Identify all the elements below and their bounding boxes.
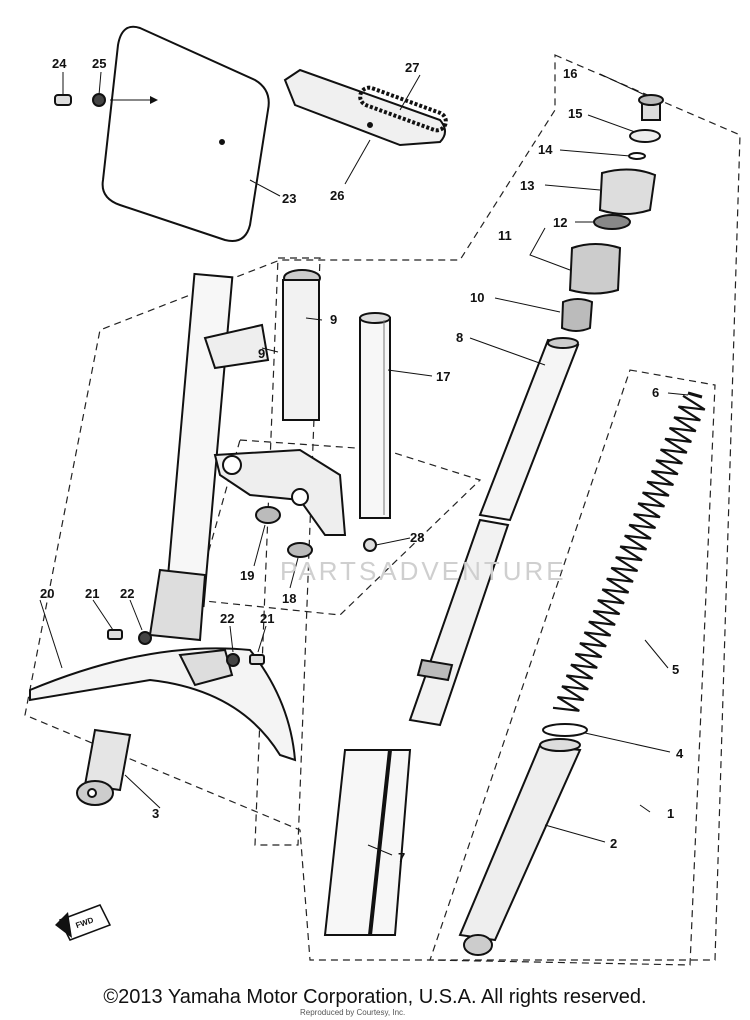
callout-13: 13 (520, 178, 534, 193)
callout-1: 1 (667, 806, 674, 821)
front-fender (29, 629, 297, 762)
outer-tube-upper (408, 518, 510, 727)
callout-2: 2 (610, 836, 617, 851)
headlight-bolt (54, 94, 72, 106)
right-leg-boundary (429, 369, 716, 966)
main-assembly-boundary (24, 54, 741, 961)
callout-5: 5 (672, 662, 679, 677)
oil-seal-4 (542, 723, 588, 737)
callout-numbers: 24 25 23 27 26 16 15 14 13 12 11 10 8 9 … (40, 56, 684, 865)
fender-bolt-21b (249, 654, 265, 665)
callout-27: 27 (405, 60, 419, 75)
steering-bracket (213, 448, 347, 536)
callout-11: 11 (498, 228, 512, 243)
fender-nut-22b (226, 653, 240, 667)
inner-tube-boundary (254, 257, 321, 846)
headlight-assembly (54, 25, 448, 242)
headlight-nut (92, 93, 106, 107)
callout-7: 7 (398, 850, 405, 865)
bolt-19 (255, 506, 281, 524)
reprint-note: Reproduced by Courtesy, Inc. (300, 1008, 406, 1017)
left-fork-axle-leg (83, 728, 132, 792)
seal-spacer-11 (568, 243, 622, 295)
outer-tube-2-axle (463, 934, 493, 956)
outer-tube-band (416, 658, 454, 682)
damper-rod-7-core (368, 749, 392, 936)
callout-9: 9 (330, 312, 337, 327)
fender-bracket (178, 648, 234, 687)
fork-spring-5 (552, 394, 706, 712)
outer-tube-2-top (539, 738, 581, 752)
callout-24: 24 (52, 56, 67, 71)
callout-23: 23 (282, 191, 296, 206)
bracket-hole-b (291, 488, 309, 506)
callout-25: 25 (92, 56, 106, 71)
guide-10 (560, 298, 594, 332)
left-fork-leg (164, 272, 234, 608)
inner-tube-17-top (359, 312, 391, 324)
spring-coil (552, 394, 706, 712)
left-fork-upper-tube (282, 279, 320, 421)
callout-22a: 22 (120, 586, 134, 601)
bolt-18 (287, 542, 313, 558)
left-fork-lower-slider (148, 568, 207, 642)
inner-tube-8-top (547, 337, 579, 349)
callout-19: 19 (240, 568, 254, 583)
bracket-plate-9 (203, 323, 270, 370)
outer-tube-2 (458, 743, 582, 942)
left-fork-assembly (76, 269, 391, 806)
stay-bolt-hole (367, 122, 373, 128)
callout-18: 18 (282, 591, 296, 606)
callout-4: 4 (676, 746, 684, 761)
fender-bolt-21a (107, 629, 123, 640)
callout-17: 17 (436, 369, 450, 384)
inner-tube-17 (359, 317, 391, 519)
headlight-screw-hole (219, 139, 225, 145)
fwd-arrow: FWD (55, 904, 112, 941)
callout-22b: 22 (220, 611, 234, 626)
bolt-28 (363, 538, 377, 552)
callout-15: 15 (568, 106, 582, 121)
callout-6: 6 (652, 385, 659, 400)
callout-8: 8 (456, 330, 463, 345)
clip-6 (687, 391, 703, 399)
callout-3: 3 (152, 806, 159, 821)
right-lower-parts (458, 391, 706, 956)
washer-15 (629, 129, 661, 143)
cap-bolt-16-head (638, 94, 664, 106)
callout-28: 28 (410, 530, 424, 545)
fwd-arrow-tip (55, 912, 72, 938)
fender-body (29, 647, 297, 762)
fender-nut-22a (138, 631, 152, 645)
cover-13 (598, 168, 657, 215)
callout-26: 26 (330, 188, 344, 203)
headlight-band (358, 85, 448, 133)
callout-21b: 21 (260, 611, 274, 626)
bracket-hole-a (222, 455, 242, 475)
callout-12: 12 (553, 215, 567, 230)
callout-10: 10 (470, 290, 484, 305)
watermark: PARTSADVENTURE (280, 556, 567, 586)
damper-rod-7 (323, 749, 412, 936)
right-inner-assembly (323, 337, 580, 936)
leader-lines (39, 71, 689, 856)
callout-9-bracket: 9 (258, 346, 265, 361)
inner-tube-8 (478, 338, 580, 522)
left-axle-hole (87, 788, 97, 798)
copyright-text: ©2013 Yamaha Motor Corporation, U.S.A. A… (103, 986, 647, 1008)
callout-21a: 21 (85, 586, 99, 601)
callout-16: 16 (563, 66, 577, 81)
seal-12 (593, 214, 631, 230)
callout-20: 20 (40, 586, 54, 601)
headlight-lens (101, 25, 270, 242)
callout-14: 14 (538, 142, 553, 157)
headlight-stay (283, 68, 446, 147)
bolt-arrow-head (150, 96, 158, 104)
right-upper-parts (560, 94, 664, 332)
ring-14 (628, 152, 646, 160)
